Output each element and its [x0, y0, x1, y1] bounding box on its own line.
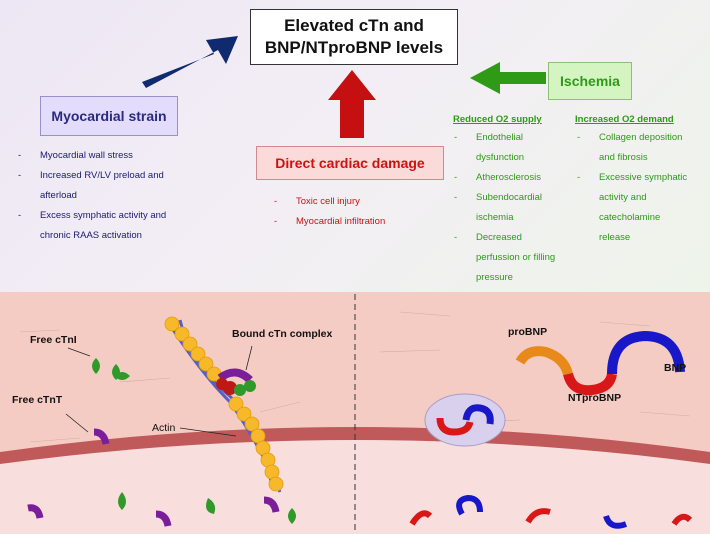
demand-item-text: activity and — [599, 192, 647, 203]
direct-damage-box: Direct cardiac damage — [256, 146, 444, 180]
circulating-peptides — [409, 494, 693, 529]
bnp-label: BNP — [664, 362, 687, 374]
demand-item-cont: catecholamine — [575, 208, 687, 228]
damage-list: Toxic cell injury Myocardial infiltratio… — [272, 192, 385, 232]
demand-item-cont: activity and — [575, 188, 687, 208]
free-ctnt-molecules — [27, 428, 280, 527]
demand-list: Collagen deposition and fibrosis Excessi… — [575, 128, 687, 248]
supply-item-cont: perfussion or filling — [452, 248, 555, 268]
bound-complex-label: Bound cTn complex — [232, 328, 333, 340]
supply-item: Subendocardial — [452, 188, 555, 208]
strain-arrow — [142, 36, 238, 88]
probnp-molecule — [515, 330, 685, 396]
strain-list: Myocardial wall stress Increased RV/LV p… — [16, 146, 166, 246]
tissue-illustration: Free cTnI Free cTnT Bound cTn complex Ac… — [0, 292, 710, 534]
demand-item-cont: release — [575, 228, 687, 248]
ntprobnp-label: NTproBNP — [568, 392, 622, 404]
supply-item-cont: ischemia — [452, 208, 555, 228]
strain-item: Myocardial wall stress — [16, 146, 166, 166]
supply-item-cont: dysfunction — [452, 148, 555, 168]
damage-item: Myocardial infiltration — [272, 212, 385, 232]
strain-item-text: afterload — [40, 190, 77, 201]
bnp-vesicle — [424, 393, 506, 447]
demand-item-text: and fibrosis — [599, 152, 648, 163]
arrows-layer — [142, 36, 546, 138]
supply-item-text: pressure — [476, 272, 513, 283]
supply-list: Endothelial dysfunction Atherosclerosis … — [452, 128, 555, 288]
outcome-title-box: Elevated cTn and BNP/NTproBNP levels — [250, 9, 458, 65]
vessel-wall — [0, 427, 710, 464]
damage-item: Toxic cell injury — [272, 192, 385, 212]
supply-item-cont: pressure — [452, 268, 555, 288]
myocardial-strain-box: Myocardial strain — [40, 96, 178, 136]
demand-item-text: release — [599, 232, 631, 243]
free-ctni-molecules — [92, 358, 296, 524]
strain-item-cont: afterload — [16, 186, 166, 206]
supply-item: Decreased — [452, 228, 555, 248]
damage-arrow — [328, 70, 376, 138]
ischemia-arrow — [470, 62, 546, 94]
supply-item: Atherosclerosis — [452, 168, 555, 188]
reduced-supply-heading: Reduced O2 supply — [453, 114, 542, 125]
free-ctni-label: Free cTnI — [30, 334, 77, 346]
tissue-drawing — [0, 294, 710, 534]
ischemia-box: Ischemia — [548, 62, 632, 100]
label-pointers — [65, 345, 253, 437]
supply-item-text: dysfunction — [476, 152, 525, 163]
actin-label: Actin — [152, 422, 176, 434]
strain-item: Excess symphatic activity and — [16, 206, 166, 226]
supply-item: Endothelial — [452, 128, 555, 148]
demand-item: Excessive symphatic — [575, 168, 687, 188]
bound-troponin-complex — [216, 368, 256, 396]
strain-item-text: chronic RAAS activation — [40, 230, 142, 241]
increased-demand-heading: Increased O2 demand — [575, 114, 674, 125]
strain-item: Increased RV/LV preload and — [16, 166, 166, 186]
strain-item-cont: chronic RAAS activation — [16, 226, 166, 246]
demand-item: Collagen deposition — [575, 128, 687, 148]
title-line-2: BNP/NTproBNP levels — [264, 38, 444, 57]
free-ctnt-label: Free cTnT — [12, 394, 63, 406]
supply-item-text: perfussion or filling — [476, 252, 556, 263]
demand-item-cont: and fibrosis — [575, 148, 687, 168]
demand-item-text: catecholamine — [599, 212, 661, 223]
supply-item-text: ischemia — [476, 212, 514, 223]
title-line-1: Elevated cTn and — [284, 16, 424, 35]
probnp-label: proBNP — [508, 326, 548, 338]
